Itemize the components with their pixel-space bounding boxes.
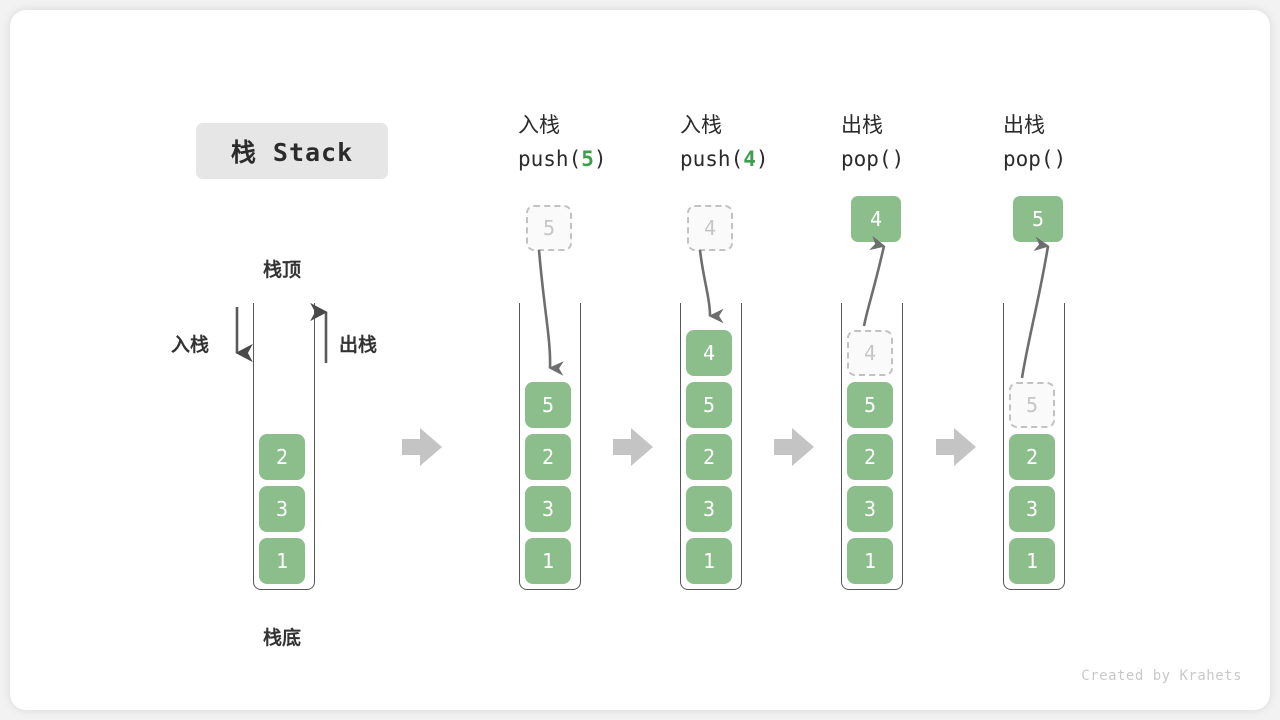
- diagram-title-text: 栈 Stack: [230, 138, 354, 167]
- stack-bottom-label: 栈底: [263, 627, 302, 649]
- panel-header-cn: 入栈: [518, 113, 560, 137]
- panel-header-code-arg: 4: [743, 147, 756, 171]
- stack-cell: 3: [259, 486, 305, 532]
- panel-header-code-prefix: pop(: [1003, 147, 1054, 171]
- stack-cell: 3: [525, 486, 571, 532]
- flow-arrow: [402, 428, 442, 466]
- panel-header-cn: 出栈: [841, 113, 883, 137]
- stack-container-initial: [253, 303, 315, 590]
- panel-header-code-arg: 5: [581, 147, 594, 171]
- panel-header-code-prefix: push(: [680, 147, 744, 171]
- panel-header-push-4: 入栈 push(4): [680, 108, 769, 176]
- panel-header-cn: 出栈: [1003, 113, 1045, 137]
- stack-cell: 4: [686, 330, 732, 376]
- stack-ghost-cell: 4: [847, 330, 893, 376]
- stack-cell: 3: [1009, 486, 1055, 532]
- panel-header-pop-5: 出栈 pop(): [1003, 108, 1066, 176]
- stack-cell: 3: [686, 486, 732, 532]
- incoming-ghost-cell: 5: [526, 205, 572, 251]
- stack-cell: 5: [525, 382, 571, 428]
- stack-cell: 2: [259, 434, 305, 480]
- panel-header-code-suffix: ): [755, 147, 769, 171]
- popped-result-cell: 4: [851, 196, 901, 242]
- stack-cell: 2: [1009, 434, 1055, 480]
- stack-cell: 1: [259, 538, 305, 584]
- push-side-label: 入栈: [171, 334, 210, 356]
- panel-header-push-5: 入栈 push(5): [518, 108, 607, 176]
- arrow-overlay: [235, 235, 1050, 466]
- panel-header-pop-4: 出栈 pop(): [841, 108, 904, 176]
- stack-cell: 2: [686, 434, 732, 480]
- stack-cell: 5: [686, 382, 732, 428]
- stack-container-pop-5: [1003, 303, 1065, 590]
- incoming-ghost-cell: 4: [687, 205, 733, 251]
- popped-result-cell: 5: [1013, 196, 1063, 242]
- flow-arrow: [936, 428, 976, 466]
- stack-cell: 3: [847, 486, 893, 532]
- panel-header-code-suffix: ): [891, 147, 905, 171]
- stack-top-label: 栈顶: [263, 259, 302, 281]
- stack-ghost-cell: 5: [1009, 382, 1055, 428]
- stack-cell: 1: [525, 538, 571, 584]
- flow-arrow: [774, 428, 814, 466]
- diagram-card: 栈 Stack 栈顶 入栈 出栈 栈底 2 3 1 入栈 push(5) 5 5…: [10, 10, 1270, 710]
- stack-cell: 1: [847, 538, 893, 584]
- stack-cell: 5: [847, 382, 893, 428]
- panel-header-code-suffix: ): [1053, 147, 1067, 171]
- pop-side-label: 出栈: [339, 334, 378, 356]
- panel-header-code-prefix: push(: [518, 147, 582, 171]
- stack-container-push-5: [519, 303, 581, 590]
- panel-header-code-suffix: ): [593, 147, 607, 171]
- stack-cell: 2: [525, 434, 571, 480]
- diagram-title-badge: 栈 Stack: [196, 123, 388, 179]
- credit-text: Created by Krahets: [1081, 668, 1242, 684]
- stack-container-push-4: [680, 303, 742, 590]
- stack-cell: 1: [686, 538, 732, 584]
- flow-arrow: [613, 428, 653, 466]
- panel-header-code-prefix: pop(: [841, 147, 892, 171]
- stack-cell: 1: [1009, 538, 1055, 584]
- stack-container-pop-4: [841, 303, 903, 590]
- stack-cell: 2: [847, 434, 893, 480]
- panel-header-cn: 入栈: [680, 113, 722, 137]
